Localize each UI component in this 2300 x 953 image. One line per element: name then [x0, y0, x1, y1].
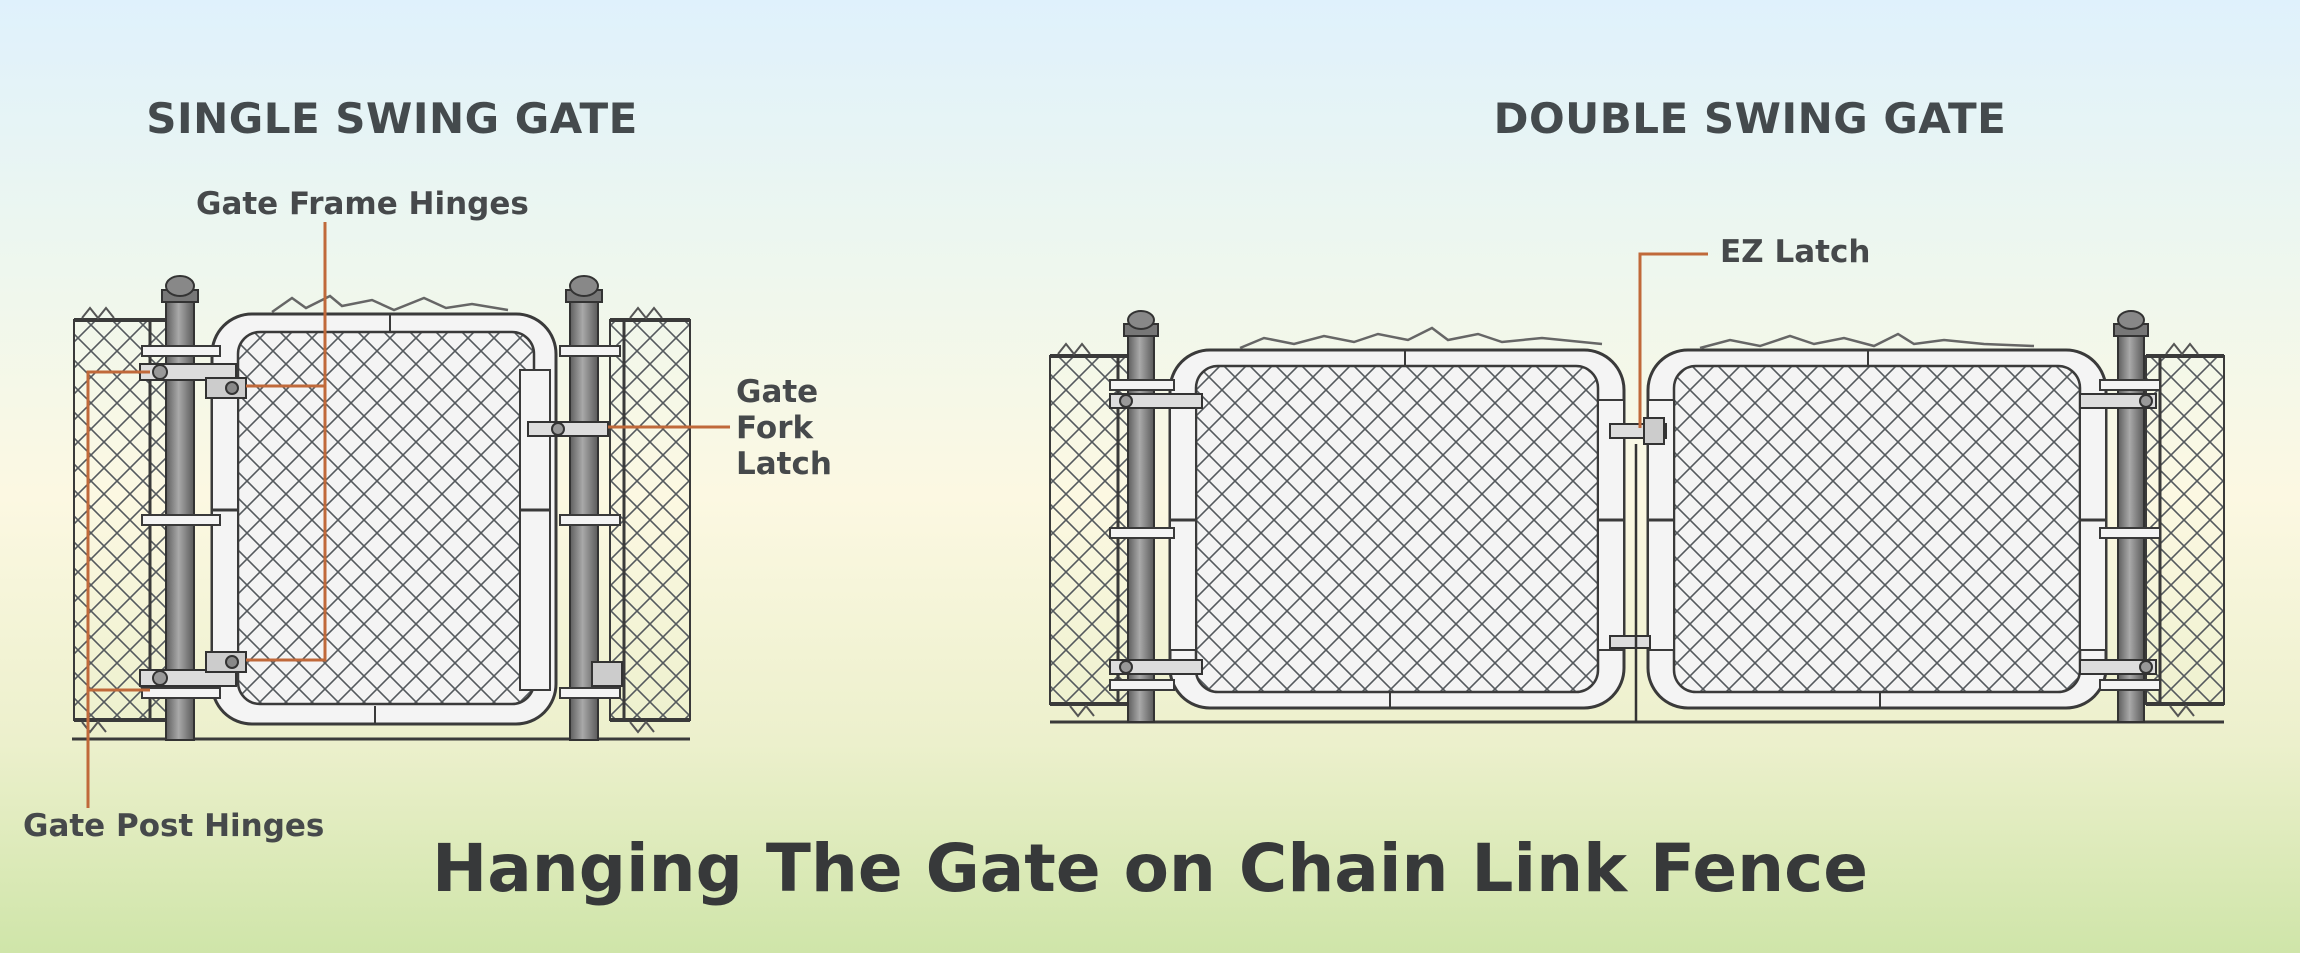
- double-swing-gate: [1049, 252, 2225, 724]
- frame-hinge-bottom-single: [205, 651, 247, 673]
- leader-lines-single: [86, 222, 730, 808]
- leader-post-hinges: [86, 370, 150, 808]
- double-swing-gate-title: DOUBLE SWING GATE: [1493, 94, 2007, 143]
- callout-gate-fork-latch: Gate Fork Latch: [736, 374, 832, 482]
- double-gate-post-right: [2113, 310, 2149, 723]
- callout-ez-latch: EZ Latch: [1720, 234, 1871, 270]
- double-gate-leaf-left: [1168, 326, 1626, 710]
- single-swing-gate: [72, 222, 730, 808]
- leader-ez-latch: [1638, 252, 1708, 428]
- post-hinge-bottom-single: [139, 669, 237, 687]
- single-swing-gate-title: SINGLE SWING GATE: [146, 94, 638, 143]
- tension-bands-single: [141, 345, 621, 699]
- double-gate-post-left: [1123, 310, 1159, 723]
- tension-bands-double: [1109, 379, 2161, 691]
- frame-hinge-top-single: [205, 377, 247, 399]
- callout-gate-frame-hinges: Gate Frame Hinges: [196, 186, 529, 222]
- hinges-double: [1109, 393, 2157, 675]
- single-gate-panel: [210, 294, 558, 726]
- ez-latch: [1609, 417, 1667, 722]
- leader-frame-hinges: [246, 222, 327, 662]
- double-gate-leaf-right: [1646, 332, 2108, 710]
- post-hinge-top-single: [139, 363, 237, 381]
- main-title: Hanging The Gate on Chain Link Fence: [431, 830, 1869, 907]
- callout-gate-post-hinges: Gate Post Hinges: [23, 808, 325, 844]
- fork-latch: [527, 421, 623, 687]
